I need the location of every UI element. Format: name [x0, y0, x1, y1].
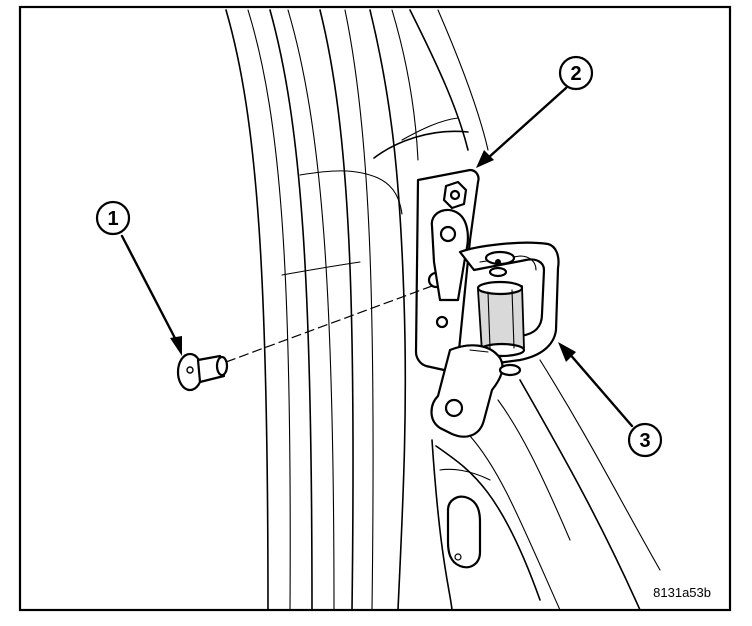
leader-lines: [120, 86, 634, 428]
bolt: [442, 180, 468, 210]
pin: [176, 352, 229, 392]
figure-border: [18, 5, 732, 612]
alignment-line: [225, 285, 433, 363]
figure-id: 8131a53b: [653, 585, 711, 600]
callout-1: 1: [95, 200, 131, 236]
hinge-assembly: [414, 168, 560, 438]
vehicle-body-outline: [225, 9, 661, 611]
callout-3-label: 3: [639, 430, 650, 452]
callout-2: 2: [558, 55, 594, 91]
callout-3: 3: [627, 422, 663, 458]
callout-1-label: 1: [107, 208, 118, 230]
callout-2-label: 2: [570, 63, 581, 85]
